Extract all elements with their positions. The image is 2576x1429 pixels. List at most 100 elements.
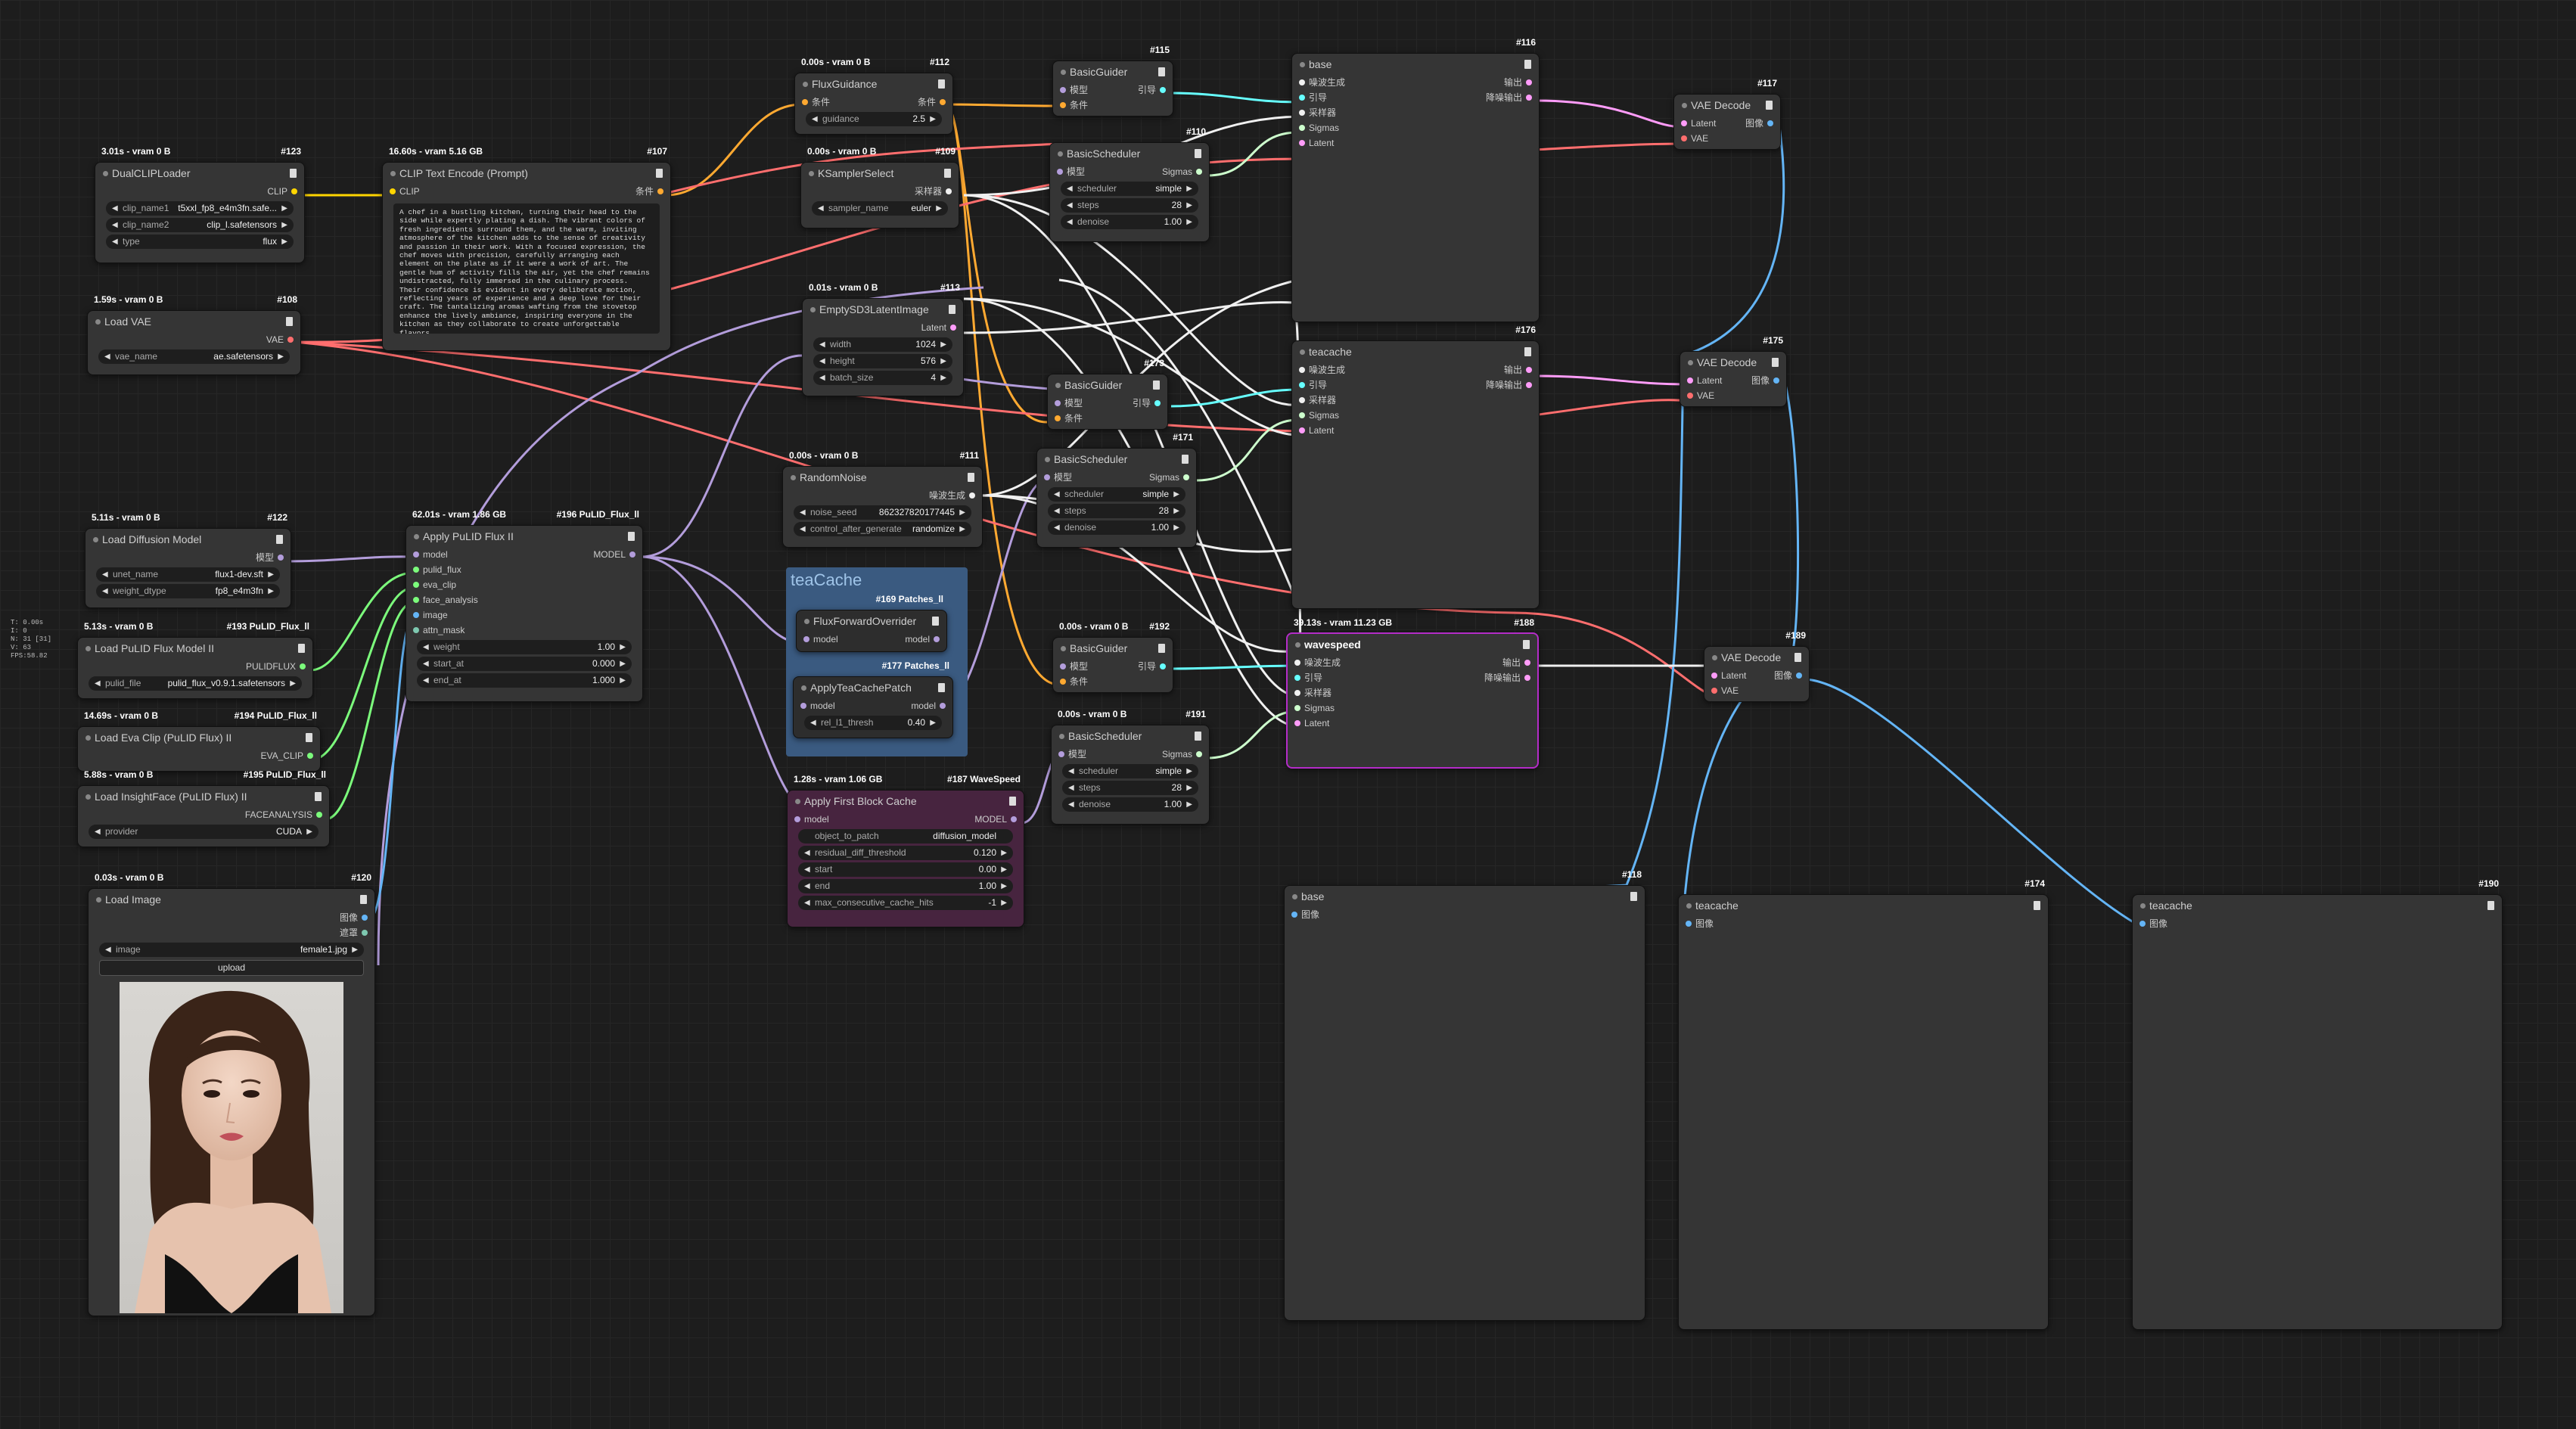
node-header[interactable]: BasicScheduler xyxy=(1037,449,1196,470)
arrow-left-icon[interactable]: ◀ xyxy=(1068,784,1074,792)
output-socket[interactable] xyxy=(1526,95,1532,101)
upload-button[interactable]: upload xyxy=(99,960,364,976)
node-menu-icon[interactable] xyxy=(298,644,305,653)
collapse-dot-icon[interactable] xyxy=(810,307,816,312)
node-sampler-base[interactable]: #116 base 噪波生成输出 引导降噪输出 采样器 Sigmas Laten… xyxy=(1291,37,1540,322)
arrow-right-icon[interactable]: ▶ xyxy=(959,525,965,533)
output-socket[interactable] xyxy=(362,915,368,921)
arrow-right-icon[interactable]: ▶ xyxy=(940,374,946,382)
arrow-left-icon[interactable]: ◀ xyxy=(1054,490,1060,499)
arrow-right-icon[interactable]: ▶ xyxy=(1173,507,1179,515)
arrow-right-icon[interactable]: ▶ xyxy=(620,643,626,651)
output-socket[interactable] xyxy=(1011,816,1017,822)
input-socket[interactable] xyxy=(1299,95,1305,101)
collapse-dot-icon[interactable] xyxy=(93,537,98,542)
output-socket[interactable] xyxy=(1160,663,1166,669)
output-socket[interactable] xyxy=(1183,474,1189,480)
arrow-left-icon[interactable]: ◀ xyxy=(95,679,101,688)
arrow-left-icon[interactable]: ◀ xyxy=(112,204,118,213)
arrow-left-icon[interactable]: ◀ xyxy=(112,221,118,229)
input-socket[interactable] xyxy=(1681,120,1687,126)
arrow-left-icon[interactable]: ◀ xyxy=(112,238,118,246)
arrow-right-icon[interactable]: ▶ xyxy=(1186,185,1192,193)
collapse-dot-icon[interactable] xyxy=(801,685,806,691)
output-socket[interactable] xyxy=(657,188,663,194)
node-menu-icon[interactable] xyxy=(1772,358,1779,367)
output-socket[interactable] xyxy=(291,188,297,194)
collapse-dot-icon[interactable] xyxy=(96,897,101,902)
arrow-right-icon[interactable]: ▶ xyxy=(352,946,358,954)
input-socket[interactable] xyxy=(1299,125,1305,131)
node-menu-icon[interactable] xyxy=(968,473,974,482)
node-header[interactable]: teacache xyxy=(1292,341,1539,362)
input-socket[interactable] xyxy=(1299,412,1305,418)
arrow-left-icon[interactable]: ◀ xyxy=(804,899,810,907)
node-header[interactable]: VAE Decode xyxy=(1704,647,1809,668)
node-header[interactable]: BasicGuider xyxy=(1048,374,1167,396)
output-socket[interactable] xyxy=(1160,87,1166,93)
input-socket[interactable] xyxy=(1060,87,1066,93)
node-header[interactable]: DualCLIPLoader xyxy=(95,163,304,184)
node-sampler-teacache[interactable]: #176 teacache 噪波生成输出 引导降噪输出 采样器 Sigmas L… xyxy=(1291,325,1540,609)
input-socket[interactable] xyxy=(1299,79,1305,85)
node-menu-icon[interactable] xyxy=(1009,797,1016,806)
output-socket[interactable] xyxy=(1526,367,1532,373)
node-header[interactable]: EmptySD3LatentImage xyxy=(803,299,963,320)
input-socket[interactable] xyxy=(1711,688,1717,694)
collapse-dot-icon[interactable] xyxy=(1300,62,1305,67)
node-menu-icon[interactable] xyxy=(932,617,939,626)
collapse-dot-icon[interactable] xyxy=(85,735,91,741)
output-socket[interactable] xyxy=(940,99,946,105)
node-header[interactable]: BasicGuider xyxy=(1053,638,1173,659)
input-socket[interactable] xyxy=(1686,921,1692,927)
node-header[interactable]: Apply PuLID Flux II xyxy=(406,526,642,547)
node-menu-icon[interactable] xyxy=(944,169,951,178)
node-header[interactable]: Load Image xyxy=(89,889,374,910)
collapse-dot-icon[interactable] xyxy=(1058,151,1063,157)
input-socket[interactable] xyxy=(1299,427,1305,433)
arrow-right-icon[interactable]: ▶ xyxy=(306,828,312,836)
node-menu-icon[interactable] xyxy=(306,733,312,742)
node-random-noise[interactable]: 0.00s - vram 0 B #111 RandomNoise 噪波生成 ◀… xyxy=(782,450,983,548)
input-socket[interactable] xyxy=(2139,921,2146,927)
arrow-left-icon[interactable]: ◀ xyxy=(423,660,429,668)
node-header[interactable]: FluxGuidance xyxy=(795,73,952,95)
arrow-left-icon[interactable]: ◀ xyxy=(102,570,108,579)
input-socket[interactable] xyxy=(1299,397,1305,403)
arrow-right-icon[interactable]: ▶ xyxy=(1186,767,1192,775)
arrow-right-icon[interactable]: ▶ xyxy=(281,238,287,246)
input-socket[interactable] xyxy=(1055,415,1061,421)
input-socket[interactable] xyxy=(1299,382,1305,388)
collapse-dot-icon[interactable] xyxy=(1712,655,1717,660)
output-socket[interactable] xyxy=(362,930,368,936)
output-socket[interactable] xyxy=(940,703,946,709)
output-socket[interactable] xyxy=(934,636,940,642)
node-load-vae[interactable]: 1.59s - vram 0 B #108 Load VAE VAE ◀vae_… xyxy=(87,294,301,375)
output-socket[interactable] xyxy=(307,753,313,759)
output-socket[interactable] xyxy=(1526,79,1532,85)
collapse-dot-icon[interactable] xyxy=(390,171,396,176)
node-dualcliploader[interactable]: 3.01s - vram 0 B #123 DualCLIPLoader CLI… xyxy=(95,146,305,263)
arrow-left-icon[interactable]: ◀ xyxy=(1067,218,1073,226)
node-menu-icon[interactable] xyxy=(938,79,945,89)
output-socket[interactable] xyxy=(1524,660,1530,666)
input-socket[interactable] xyxy=(1299,367,1305,373)
collapse-dot-icon[interactable] xyxy=(95,319,101,325)
